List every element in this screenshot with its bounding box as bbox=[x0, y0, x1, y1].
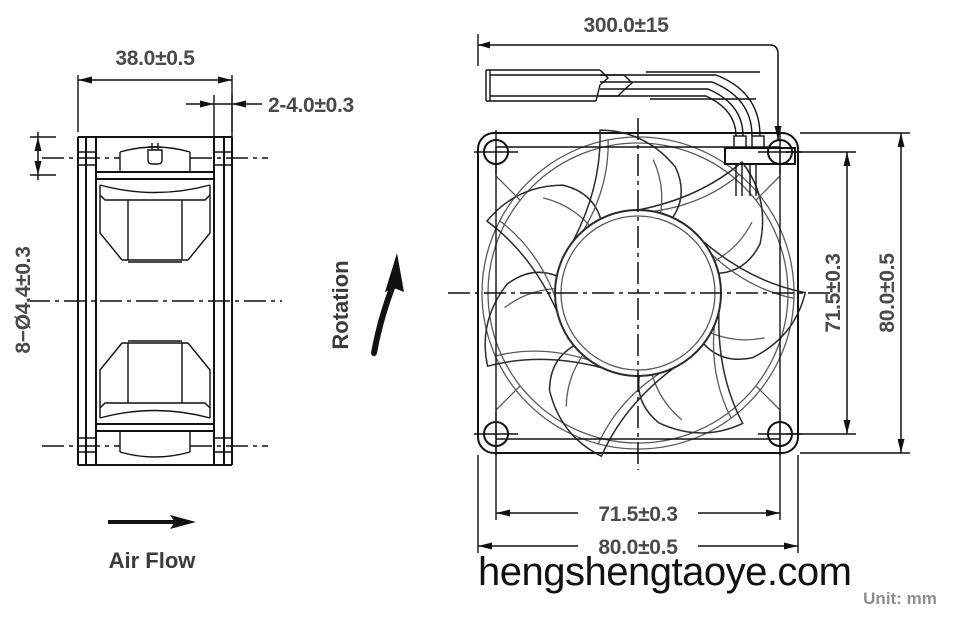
dim-holes-8x44-label: 8−Ø4.4±0.3 bbox=[12, 246, 35, 353]
lead-wires bbox=[600, 74, 761, 137]
side-view-blade-lower bbox=[99, 340, 211, 419]
rotation-indicator: Rotation bbox=[328, 253, 404, 356]
dim-flange-2x4-label: 2-4.0±0.3 bbox=[268, 94, 354, 117]
side-view-group bbox=[28, 136, 282, 466]
side-view-bottom-boss bbox=[119, 431, 191, 458]
rotation-arc bbox=[371, 285, 395, 356]
dim-height-800-label: 80.0±0.5 bbox=[876, 253, 899, 333]
cable-clamp bbox=[724, 135, 796, 196]
dim-pitch-vertical-715: 71.5±0.3 bbox=[786, 151, 856, 435]
dim-pitch-horizontal-715: 71.5±0.3 bbox=[495, 440, 781, 526]
wire-bundle bbox=[485, 69, 760, 102]
rotation-arrow-head bbox=[385, 253, 404, 292]
dim-width-800: 80.0±0.5 bbox=[477, 455, 799, 559]
dim-lead-300-label: 300.0±15 bbox=[583, 14, 669, 37]
dim-depth-38-label: 38.0±0.5 bbox=[115, 47, 195, 70]
airflow-label: Air Flow bbox=[109, 548, 197, 573]
dim-height-800: 80.0±0.5 bbox=[800, 132, 910, 454]
dim-pitch-horizontal-715-label: 71.5±0.3 bbox=[598, 503, 677, 526]
dim-holes-8x44: 8−Ø4.4±0.3 bbox=[12, 132, 56, 354]
front-view-group bbox=[448, 69, 830, 470]
dim-width-800-label: 80.0±0.5 bbox=[598, 536, 678, 559]
side-view-top-boss bbox=[119, 143, 191, 172]
dim-flange-2x4: 2-4.0±0.3 bbox=[186, 94, 354, 137]
side-view-housing bbox=[95, 137, 215, 465]
fan-frame-struts bbox=[495, 175, 781, 411]
side-view-blade-upper bbox=[99, 184, 211, 263]
airflow-indicator: Air Flow bbox=[108, 515, 196, 573]
airflow-arrow-head bbox=[170, 515, 196, 529]
site-watermark: hengshengtaoye.com bbox=[478, 550, 852, 594]
dim-lead-300: 300.0±15 bbox=[477, 14, 782, 140]
mounting-hole-tl bbox=[474, 130, 518, 174]
rotation-label: Rotation bbox=[328, 260, 353, 349]
unit-note: Unit: mm bbox=[863, 589, 937, 608]
dim-pitch-vertical-715-label: 71.5±0.3 bbox=[822, 253, 845, 332]
side-view-flange-ticks bbox=[78, 151, 232, 453]
